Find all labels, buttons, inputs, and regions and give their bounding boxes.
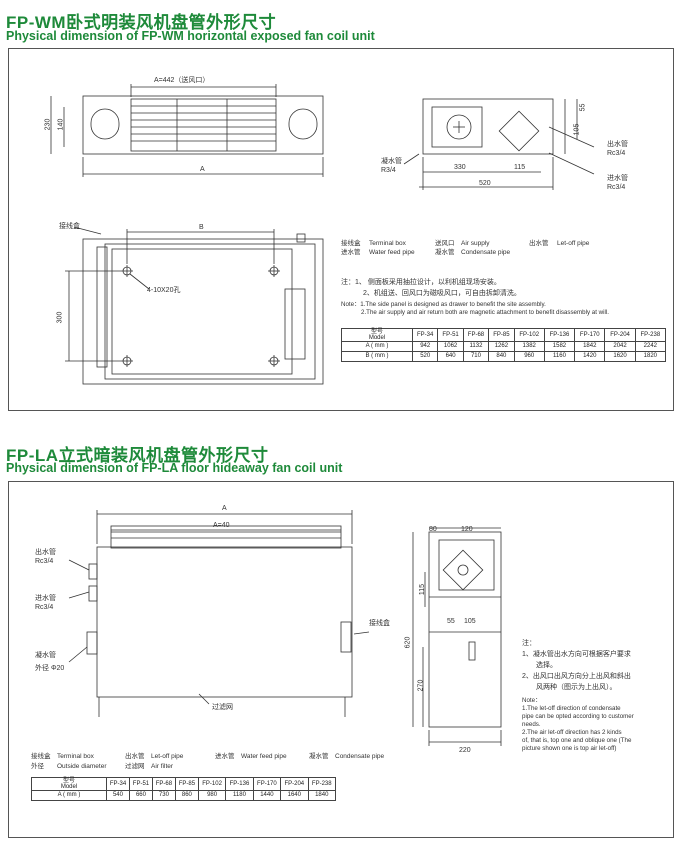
section2-drawings	[68, 510, 502, 746]
note2-cn-3: 2、出风口出风方向分上出风和斜出	[522, 673, 631, 680]
note2-en-5: of, that is, top one and oblique one (Th…	[522, 737, 632, 744]
outlet-label: 出水管	[607, 141, 628, 148]
dim-230: 230	[44, 118, 52, 131]
note2-cn-4: 风两种（图示为上出风）。	[536, 684, 617, 691]
section2-title-cn: FP-LA立式暗装风机盘管外形尺寸	[6, 446, 269, 465]
section1-panel: A=442（送风口） 230 140 A 55 105 330 115 520 …	[8, 48, 674, 411]
section1-drawings	[50, 84, 595, 385]
note-cn-2: 2、机组送、回风口为磁吸风口，可自由拆卸清洗。	[363, 290, 521, 297]
dim-115: 115	[514, 164, 526, 171]
outlet-spec: Rc3/4	[607, 150, 626, 157]
inlet-label: 进水管	[607, 175, 628, 182]
dim-55: 55	[579, 103, 587, 112]
dim-b: B	[199, 224, 204, 231]
note2-cn-0: 注：	[522, 640, 536, 647]
note2-en-6: picture shown one is top air let-off)	[522, 745, 617, 752]
dim-105: 105	[573, 123, 581, 136]
note2-en-2: pipe can be opted according to customer	[522, 713, 634, 720]
dim-a40: A=40	[213, 522, 230, 529]
outlet-spec-lower: Rc3/4	[35, 558, 54, 565]
dim-620: 620	[404, 636, 412, 649]
dim-120: 120	[461, 526, 473, 533]
note2-en-4: 2.The air let-off direction has 2 kinds	[522, 729, 622, 736]
table-row: A ( mm ) 540 660 730 860 980 1180 1440 1…	[31, 790, 336, 801]
note-en-1: Note：1.The side panel is designed as dra…	[341, 301, 546, 308]
junction-box-label-lower: 接线盒	[369, 620, 390, 627]
dim-a-lower: A	[222, 505, 227, 512]
filter-label: 过滤网	[212, 704, 233, 711]
dim-105-lower: 105	[464, 618, 476, 625]
section2-panel: A A=40 出水管 Rc3/4 进水管 Rc3/4 凝水管 外径 Φ20 接线…	[8, 481, 674, 838]
section1-title-cn: FP-WM卧式明装风机盘管外形尺寸	[6, 13, 277, 32]
dim-a: A	[200, 166, 205, 173]
section1-title-en: Physical dimension of FP-WM horizontal e…	[6, 29, 375, 43]
dim-220: 220	[459, 747, 471, 754]
dim-55-lower: 55	[447, 618, 455, 625]
dim-115-lower: 115	[419, 583, 427, 596]
dim-a-supply: A=442（送风口）	[154, 77, 210, 84]
note2-en-1: 1.The let-off direction of condensate	[522, 705, 621, 712]
dim-270: 270	[417, 679, 425, 692]
note-en-2: 2.The air supply and air return both are…	[361, 309, 609, 316]
inlet-spec-lower: Rc3/4	[35, 604, 54, 611]
note2-cn-1: 1、凝水管出水方向可根据客户要求	[522, 651, 631, 658]
dim-300: 300	[56, 311, 64, 324]
drain-spec: R3/4	[381, 167, 396, 174]
drain-spec-lower: 外径 Φ20	[35, 665, 65, 672]
inlet-spec: Rc3/4	[607, 184, 626, 191]
inlet-label-lower: 进水管	[35, 595, 56, 602]
note2-cn-2: 选择。	[536, 662, 557, 669]
note2-en-0: Note：	[522, 697, 542, 704]
note-cn-1: 注：1、 侧面板采用抽拉设计，以利机组现场安装。	[341, 279, 501, 286]
table-row: A ( mm ) 942 1062 1132 1262 1382 1582 18…	[341, 341, 667, 352]
dim-80: 80	[429, 526, 437, 533]
note2-en-3: needs.	[522, 721, 541, 728]
drain-label-lower: 凝水管	[35, 652, 56, 659]
junction-box-label: 接线盒	[59, 223, 80, 230]
holes-label: 4-10X20孔	[147, 287, 181, 294]
dim-520: 520	[479, 180, 491, 187]
outlet-label-lower: 出水管	[35, 549, 56, 556]
drain-label: 凝水管	[381, 158, 402, 165]
section2-title-en: Physical dimension of FP-LA floor hideaw…	[6, 461, 343, 475]
table-row: B ( mm ) 520 640 710 840 960 1160 1420 1…	[341, 351, 667, 362]
dim-330: 330	[454, 164, 466, 171]
dim-140: 140	[57, 118, 65, 131]
